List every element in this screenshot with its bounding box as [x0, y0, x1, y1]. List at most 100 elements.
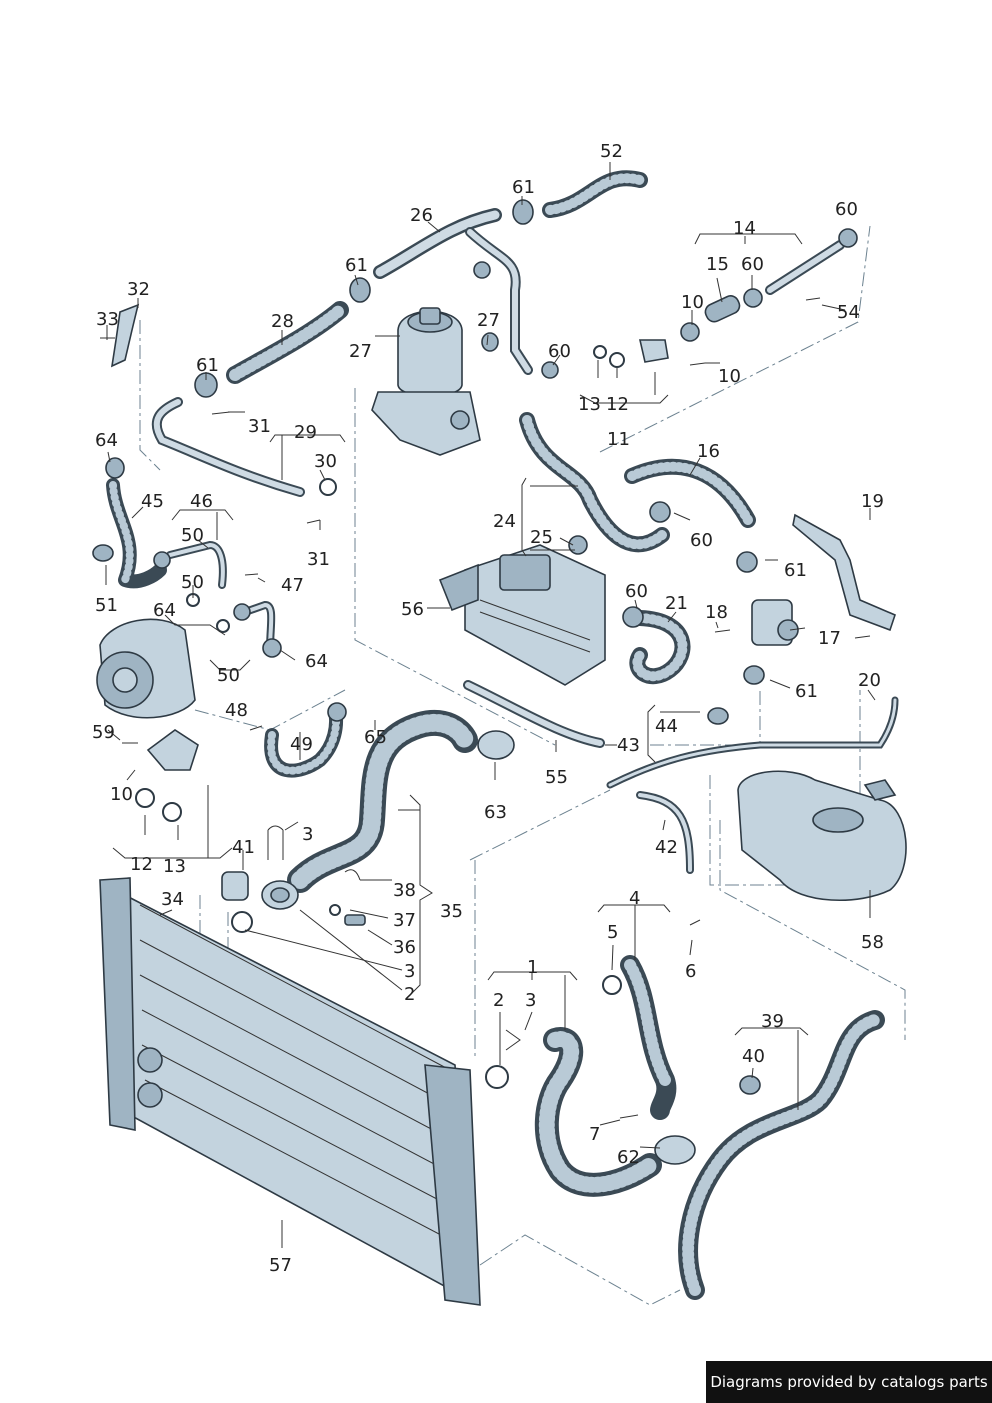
- callout-label: 36: [393, 937, 416, 958]
- callout-label: 51: [95, 595, 118, 616]
- callout-label: 42: [655, 837, 678, 858]
- callout-label: 6: [685, 961, 696, 982]
- callout-label: 12: [606, 394, 629, 415]
- callout-label: 3: [404, 961, 415, 982]
- callout-label: 64: [95, 430, 118, 451]
- callout-label: 34: [161, 889, 184, 910]
- callout-label: 59: [92, 722, 115, 743]
- callout-label: 52: [600, 141, 623, 162]
- callout-label: 27: [349, 341, 372, 362]
- callout-label: 2: [493, 990, 504, 1011]
- callout-label: 35: [440, 901, 463, 922]
- callout-label: 62: [617, 1147, 640, 1168]
- callout-label: 10: [718, 366, 741, 387]
- callout-label: 60: [690, 530, 713, 551]
- callout-label: 50: [181, 572, 204, 593]
- callout-label: 3: [302, 824, 313, 845]
- callout-label: 37: [393, 910, 416, 931]
- callout-label: 56: [401, 599, 424, 620]
- callout-label: 31: [248, 416, 271, 437]
- callout-label: 33: [96, 309, 119, 330]
- callout-label: 29: [294, 422, 317, 443]
- leader-lines: [105, 162, 876, 1248]
- callout-label: 61: [512, 177, 535, 198]
- mounting-bracket: [792, 513, 896, 632]
- callout-label: 21: [665, 593, 688, 614]
- callout-label: 4: [629, 888, 640, 909]
- callout-label: 25: [530, 527, 553, 548]
- callout-label: 38: [393, 880, 416, 901]
- callout-label: 1: [527, 957, 538, 978]
- callout-label: 40: [742, 1046, 765, 1067]
- callout-label: 64: [153, 600, 176, 621]
- callout-label: 58: [861, 932, 884, 953]
- callout-label: 24: [493, 511, 516, 532]
- callout-label: 44: [655, 716, 678, 737]
- callout-label: 61: [784, 560, 807, 581]
- callout-label: 55: [545, 767, 568, 788]
- callout-label: 48: [225, 700, 248, 721]
- oil-cooler: [438, 544, 606, 686]
- oil-filter-housing: [371, 307, 481, 456]
- callout-label: 31: [307, 549, 330, 570]
- callout-label: 26: [410, 205, 433, 226]
- callout-label: 18: [705, 602, 728, 623]
- hardware: [92, 199, 871, 1119]
- pipe-connector: [638, 339, 669, 363]
- hose-clamp: [477, 730, 515, 760]
- connection-flange: [146, 729, 199, 771]
- callout-label: 10: [681, 292, 704, 313]
- coolant-flange: [261, 880, 299, 910]
- footer-credit: Diagrams provided by catalogs parts: [706, 1361, 992, 1403]
- hoses: [106, 170, 899, 1300]
- callout-label: 54: [837, 302, 860, 323]
- callout-label: 15: [706, 254, 729, 275]
- callout-label: 20: [858, 670, 881, 691]
- callout-label: 10: [110, 784, 133, 805]
- components: [96, 240, 907, 1306]
- callout-label: 61: [196, 355, 219, 376]
- callout-label: 13: [578, 394, 601, 415]
- callout-label: 27: [477, 310, 500, 331]
- callout-label: 28: [271, 311, 294, 332]
- control-valve: [751, 599, 799, 646]
- callout-label: 13: [163, 856, 186, 877]
- callout-label: 57: [269, 1255, 292, 1276]
- callout-label: 11: [607, 429, 630, 450]
- callout-label: 7: [589, 1124, 600, 1145]
- expansion-tank: [737, 770, 907, 902]
- callout-label: 32: [127, 279, 150, 300]
- callout-label: 61: [795, 681, 818, 702]
- callout-label: 3: [525, 990, 536, 1011]
- hose-clamp: [654, 1135, 696, 1165]
- callout-label: 64: [305, 651, 328, 672]
- callout-label: 17: [818, 628, 841, 649]
- callout-label: 60: [625, 581, 648, 602]
- hose-section: [704, 295, 741, 323]
- callout-label: 30: [314, 451, 337, 472]
- radiator: [99, 877, 481, 1306]
- callout-label: 46: [190, 491, 213, 512]
- callout-label: 12: [130, 854, 153, 875]
- callout-label: 5: [607, 922, 618, 943]
- callout-label: 19: [861, 491, 884, 512]
- callout-label: 60: [741, 254, 764, 275]
- callout-labels: 52 61 26 60 14 15 60 61 28 10 54 27 27 6…: [92, 141, 884, 1276]
- callout-label: 63: [484, 802, 507, 823]
- callout-label: 49: [290, 734, 313, 755]
- callout-label: 2: [404, 984, 415, 1005]
- callout-label: 61: [345, 255, 368, 276]
- callout-label: 60: [835, 199, 858, 220]
- callout-label: 43: [617, 735, 640, 756]
- callout-label: 47: [281, 575, 304, 596]
- callout-label: 14: [733, 218, 756, 239]
- callout-label: 50: [217, 665, 240, 686]
- callout-label: 45: [141, 491, 164, 512]
- callout-label: 60: [548, 341, 571, 362]
- callout-label: 41: [232, 837, 255, 858]
- thermostat: [221, 871, 249, 901]
- callout-label: 16: [697, 441, 720, 462]
- callout-label: 39: [761, 1011, 784, 1032]
- callout-label: 50: [181, 525, 204, 546]
